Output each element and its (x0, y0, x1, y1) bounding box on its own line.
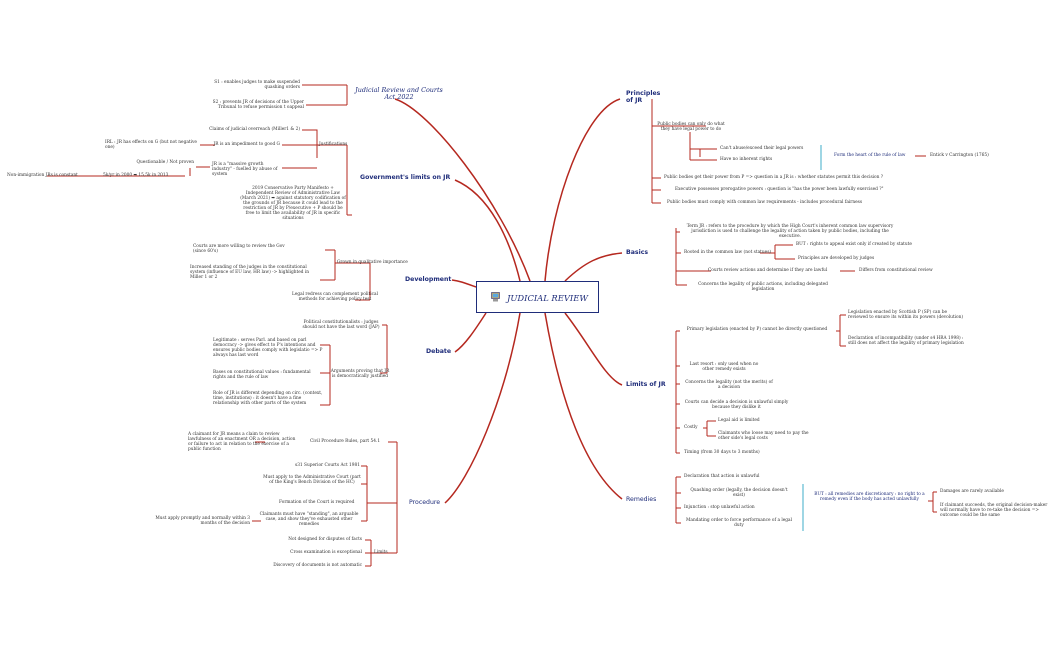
jr-act-s1[interactable]: S1 : enables judges to make suspended qu… (214, 80, 300, 90)
principles-case[interactable]: Entick v Carrington (1765) (930, 153, 989, 158)
remedies-retake[interactable]: If claimant succeeds, the original decis… (940, 503, 1048, 518)
remedies-but[interactable]: BUT : all remedies are discretionary : n… (814, 492, 925, 502)
development-grown[interactable]: Grown in qualitative importance (337, 260, 408, 265)
procedure-discovery[interactable]: Discovery of documents is not automatic (273, 563, 362, 568)
procedure-cross[interactable]: Cross examination is exceptional (290, 550, 362, 555)
basics-rooted-judges[interactable]: Principles are developed by judges (798, 256, 875, 261)
debate-legitimate[interactable]: Legitimate : serves Parl. and based on p… (213, 338, 323, 358)
basics-concerns[interactable]: Concerns the legality of public actions,… (698, 282, 828, 292)
debate-role[interactable]: Role of JR is different depending on cir… (213, 391, 323, 406)
limits-costs[interactable]: Claimants who loose may need to pay the … (718, 431, 809, 441)
remedies-declaration[interactable]: Declaration that action is unlawful (684, 474, 760, 479)
branch-line-gov (454, 179, 521, 282)
remedies-label[interactable]: Remedies (626, 496, 657, 503)
limits-costly[interactable]: Costly (684, 425, 698, 430)
gov-justifications[interactable]: Justifications (319, 142, 348, 147)
procedure-cpr[interactable]: Civil Procedure Rules, part 54.1 (310, 439, 381, 444)
procedure-admin-court[interactable]: Must apply to the Administrative Court (… (263, 475, 361, 485)
procedure-promptly[interactable]: Must apply promptly and normally within … (155, 516, 250, 526)
basics-term[interactable]: Term JR : refers to the procedure by whi… (686, 224, 894, 239)
gov-manifesto[interactable]: 2019 Conservative Party Manifesto + Inde… (240, 186, 346, 221)
principles-legal-power[interactable]: Public bodies can only do what they have… (657, 122, 725, 132)
limits-last-resort[interactable]: Last resort : only used when no other re… (689, 362, 759, 372)
jr-act-label[interactable]: Judicial Review and Courts Act 2022 (355, 86, 443, 101)
procedure-standing[interactable]: Claimants must have "standing", an argua… (259, 512, 359, 527)
development-label[interactable]: Development (405, 276, 452, 283)
debate-label[interactable]: Debate (426, 348, 452, 355)
gov-irl[interactable]: IRL : JR has effects on G (but not negat… (105, 140, 197, 150)
limits-courts-decide[interactable]: Courts can decide a decision is unlawful… (684, 400, 789, 410)
basics-rooted[interactable]: Rooted in the common law (not statues) (684, 250, 772, 255)
principles-abuse[interactable]: Can't abuse/exceed their legal powers (720, 146, 804, 151)
jr-act-s2[interactable]: S2 : prevents JR of decisions of the Upp… (212, 100, 304, 110)
gov-stat-note[interactable]: Non-immigration JRs is constant (7, 173, 78, 178)
limits-timing[interactable]: Timing (from 30 days to 3 months) (684, 450, 760, 455)
procedure-cpr-note[interactable]: A claimant for JR means a claim to revie… (188, 432, 296, 452)
central-topic[interactable]: JUDICIAL REVIEW (476, 281, 599, 313)
remedies-quashing[interactable]: Quashing order (legally, the decision do… (690, 488, 788, 498)
development-courts[interactable]: Courts are more willing to review the Go… (193, 244, 285, 254)
principles-no-inherent[interactable]: Have no inherent rights (720, 157, 773, 162)
gov-growth[interactable]: JR is a "massive growth industry" - fuel… (212, 162, 278, 177)
principles-item-2[interactable]: Executive possesses prerogative powers :… (675, 187, 884, 192)
branch-line-limits (564, 312, 623, 386)
gov-limits-label[interactable]: Government's limits on JR (360, 174, 451, 181)
branch-line-basics (564, 252, 623, 282)
branch-line-remedies (544, 312, 623, 500)
development-legal[interactable]: Legal redress can complement political m… (291, 292, 378, 302)
procedure-formation[interactable]: Formation of the Court is required (279, 500, 355, 505)
branch-line-development (451, 279, 477, 288)
branch-line-procedure (444, 312, 521, 504)
debate-values[interactable]: Bases on constitutional values : fundame… (213, 370, 311, 380)
principles-rule-of-law[interactable]: Form the heart of the rule of law (834, 153, 906, 158)
procedure-label[interactable]: Procedure (409, 499, 441, 506)
limits-label[interactable]: Limits of JR (626, 381, 666, 388)
gov-overreach[interactable]: Claims of judicial overreach (Miller1 & … (209, 127, 300, 132)
remedies-injunction[interactable]: Injunction : stop unlawful action (684, 505, 755, 510)
branch-line-jr-act (394, 98, 531, 282)
branch-line-debate (454, 312, 487, 353)
debate-political[interactable]: Political constitutionalists : judges sh… (302, 320, 380, 330)
procedure-limits[interactable]: Limits (374, 550, 388, 555)
central-label: JUDICIAL REVIEW (507, 293, 588, 303)
principles-label[interactable]: Principles of JR (626, 90, 661, 104)
principles-item-3[interactable]: Public bodies must comply with common la… (667, 200, 863, 205)
limits-primary[interactable]: Primary legislation (enacted by P) canno… (686, 327, 828, 332)
procedure-s31[interactable]: s31 Superior Courts Act 1981 (294, 463, 360, 468)
basics-differs[interactable]: Differs from constitutional review (859, 268, 933, 273)
computer-icon (491, 292, 500, 302)
debate-arguments[interactable]: Arguments proving that JR is democratica… (330, 369, 390, 379)
development-standing[interactable]: Increased standing of the judges in the … (190, 265, 310, 280)
basics-rooted-but[interactable]: BUT : rights to appeal exist only if cre… (796, 242, 912, 247)
limits-declaration[interactable]: Declaration of incompatibility (under s4… (848, 336, 964, 346)
basics-label[interactable]: Basics (626, 249, 649, 256)
limits-scottish[interactable]: Legislation enacted by Scottish P (SP) c… (848, 310, 964, 320)
gov-impediment[interactable]: JR is an impediment to good G (213, 142, 280, 147)
gov-questionable[interactable]: Questionable / Not proven (136, 160, 194, 165)
limits-legal-aid[interactable]: Legal aid is limited (718, 418, 760, 423)
basics-courts-review[interactable]: Courts review actions and determine if t… (708, 268, 828, 273)
remedies-mandating[interactable]: Mandating order to force performance of … (686, 518, 792, 528)
branch-line-principles (544, 98, 621, 282)
gov-stat[interactable]: 5k/yr in 2000 ➡ 15,5k in 2013 (103, 173, 169, 178)
procedure-facts[interactable]: Not designed for disputes of facts (288, 537, 362, 542)
principles-item-1[interactable]: Public bodies get their power from P => … (664, 175, 884, 180)
limits-legality[interactable]: Concerns the legality (not the merits) o… (685, 380, 773, 390)
remedies-damages[interactable]: Damages are rarely available (940, 489, 1004, 494)
